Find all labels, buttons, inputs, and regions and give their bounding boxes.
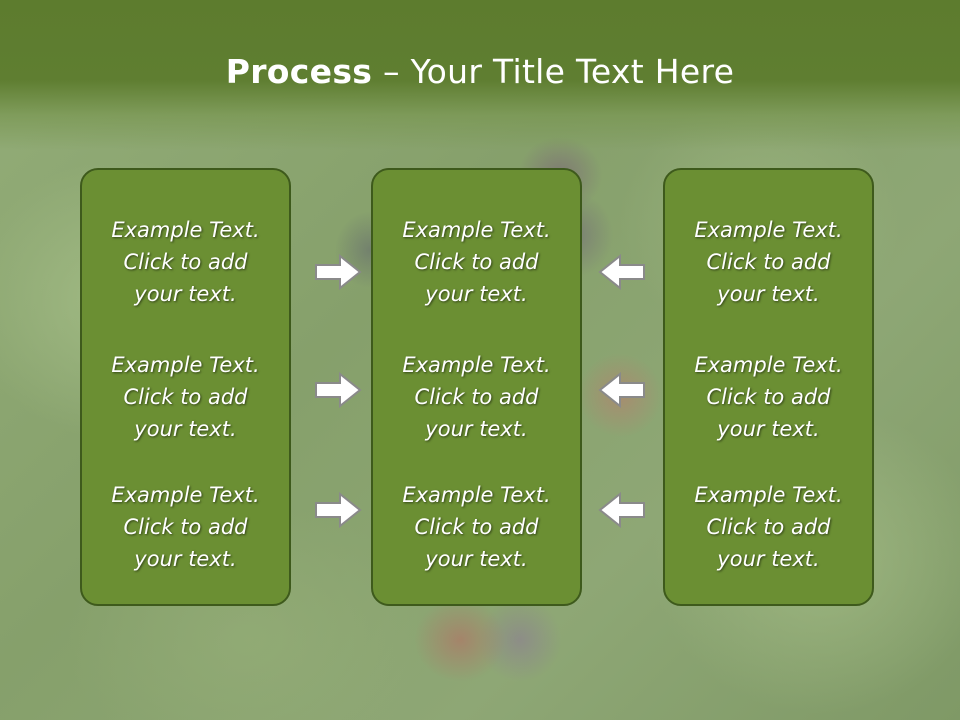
text-block[interactable]: Example Text. Click to add your text. [373,214,580,310]
text-line: your text. [717,282,820,306]
text-line: your text. [425,417,528,441]
text-block[interactable]: Example Text. Click to add your text. [665,479,872,575]
text-line: Example Text. [402,483,551,507]
right-panel[interactable]: Example Text. Click to add your text. Ex… [663,168,874,606]
text-line: Click to add [706,385,831,409]
right-arrow-icon [315,492,362,528]
text-line: Example Text. [111,218,260,242]
left-arrow-icon [598,254,645,290]
center-panel[interactable]: Example Text. Click to add your text. Ex… [371,168,582,606]
left-arrow-icon [598,492,645,528]
text-line: Click to add [123,250,248,274]
text-line: your text. [717,547,820,571]
text-line: your text. [134,547,237,571]
text-line: Click to add [414,515,539,539]
text-line: Click to add [123,515,248,539]
text-block[interactable]: Example Text. Click to add your text. [82,214,289,310]
text-block[interactable]: Example Text. Click to add your text. [665,214,872,310]
text-line: your text. [717,417,820,441]
title-bold: Process [225,52,373,91]
text-block[interactable]: Example Text. Click to add your text. [82,349,289,445]
text-block[interactable]: Example Text. Click to add your text. [665,349,872,445]
text-line: Click to add [706,250,831,274]
text-block[interactable]: Example Text. Click to add your text. [373,479,580,575]
text-line: Example Text. [111,353,260,377]
left-panel[interactable]: Example Text. Click to add your text. Ex… [80,168,291,606]
text-line: your text. [134,282,237,306]
left-arrow-icon [598,372,645,408]
right-arrow-icon [315,372,362,408]
text-line: Example Text. [402,218,551,242]
text-line: Example Text. [694,483,843,507]
title-bar [0,0,960,150]
text-line: Click to add [414,385,539,409]
text-block[interactable]: Example Text. Click to add your text. [373,349,580,445]
text-line: your text. [134,417,237,441]
text-line: Click to add [706,515,831,539]
text-line: Example Text. [402,353,551,377]
text-line: Example Text. [694,353,843,377]
text-line: your text. [425,282,528,306]
slide-title[interactable]: Process – Your Title Text Here [0,52,960,91]
text-line: Click to add [123,385,248,409]
text-line: Example Text. [694,218,843,242]
text-block[interactable]: Example Text. Click to add your text. [82,479,289,575]
text-line: Example Text. [111,483,260,507]
text-line: Click to add [414,250,539,274]
text-line: your text. [425,547,528,571]
title-rest: – Your Title Text Here [372,52,735,91]
right-arrow-icon [315,254,362,290]
